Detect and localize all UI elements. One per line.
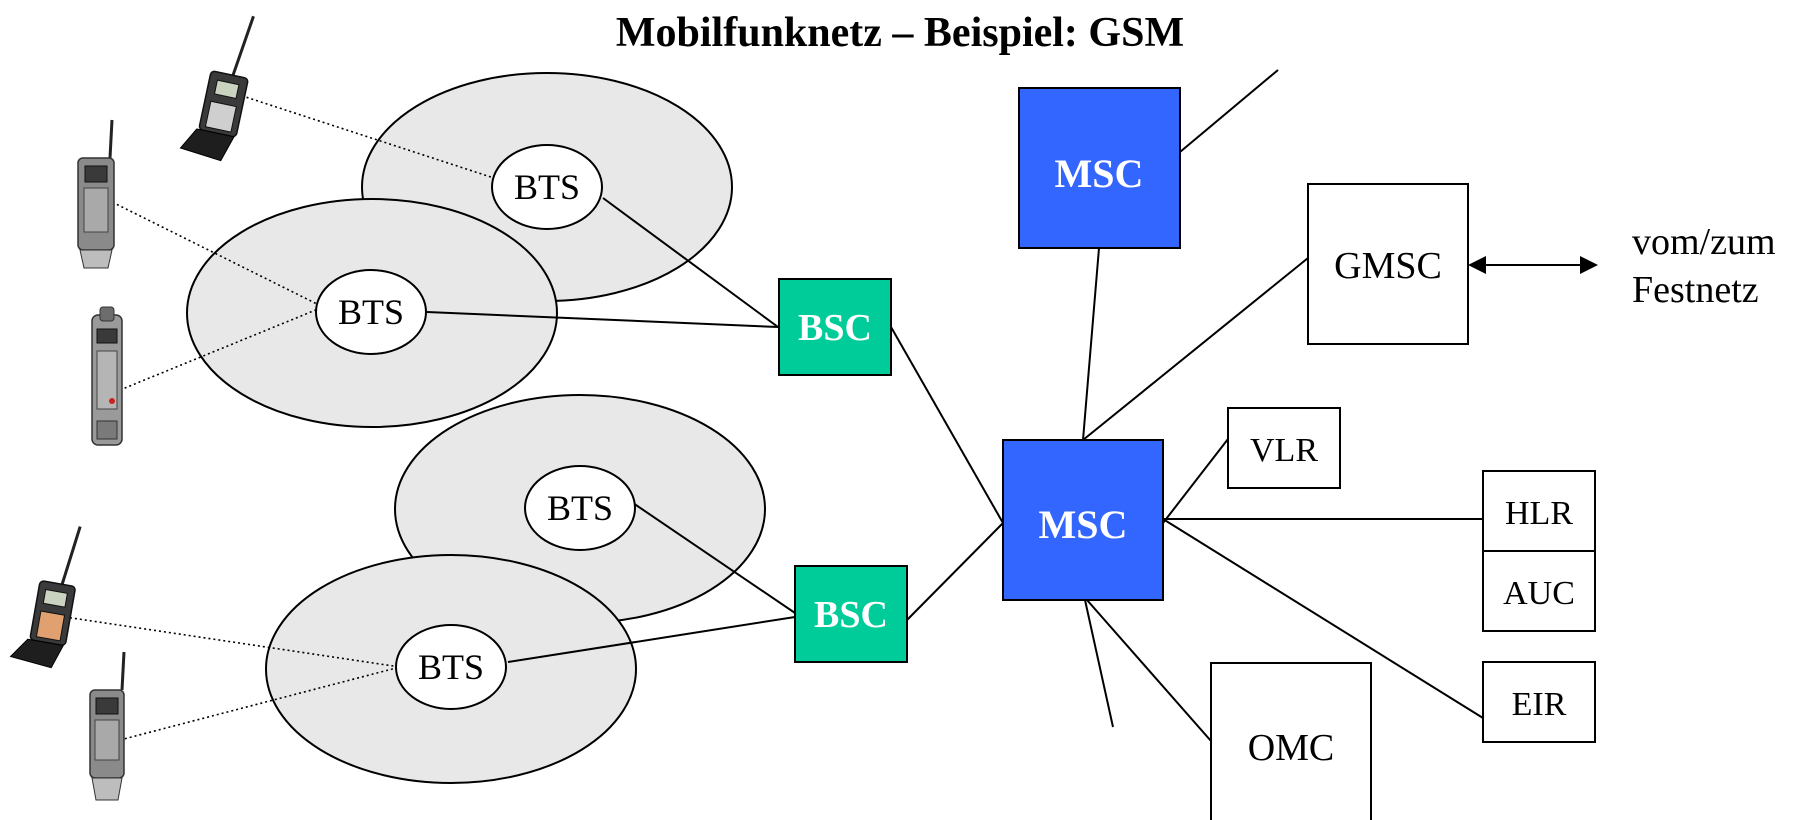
bsc-node-bottom-label: BSC	[814, 594, 888, 636]
eir-node: EIR	[1482, 661, 1596, 743]
fixed-network-arrow	[1468, 256, 1598, 274]
link-bsc-top-msc	[890, 326, 1004, 524]
fixed-network-label-line2: Festnetz	[1632, 269, 1759, 311]
link-msc-top-msc	[1082, 247, 1100, 441]
omc-node-label: OMC	[1248, 727, 1335, 769]
bts-node-1: BTS	[491, 144, 603, 230]
link-msc-top-external	[1179, 69, 1279, 153]
link-bsc-bottom-msc	[906, 522, 1004, 621]
link-msc-vlr	[1162, 438, 1229, 524]
diagram-title: Mobilfunknetz – Beispiel: GSM	[616, 10, 1184, 56]
msc-node-main: MSC	[1002, 439, 1164, 601]
bsc-node-top-label: BSC	[798, 307, 872, 349]
mobile-phone-icon-4	[9, 526, 82, 669]
msc-node-main-label: MSC	[1039, 502, 1128, 547]
link-bts4-bsc	[507, 616, 796, 663]
bsc-node-bottom: BSC	[794, 565, 908, 663]
bts-node-4-label: BTS	[418, 647, 484, 687]
bts-node-2: BTS	[315, 269, 427, 355]
link-msc-eir	[1162, 518, 1484, 719]
link-bts2-bsc	[426, 311, 779, 328]
bts-node-3-label: BTS	[547, 488, 613, 528]
link-msc-gmsc	[1082, 257, 1309, 441]
bsc-node-top: BSC	[778, 278, 892, 376]
vlr-node: VLR	[1227, 407, 1341, 489]
auc-node: AUC	[1482, 550, 1596, 632]
link-bts3-bsc	[632, 502, 796, 614]
mobile-phone-icon-5	[89, 651, 126, 801]
radio-link-phone2-bts2	[107, 199, 324, 308]
auc-node-label: AUC	[1503, 575, 1575, 612]
bts-node-2-label: BTS	[338, 292, 404, 332]
mobile-phone-icon-2	[77, 119, 115, 269]
msc-node-top-label: MSC	[1055, 151, 1144, 196]
mobile-phone-icon-3	[91, 306, 123, 446]
gmsc-node-label: GMSC	[1334, 245, 1442, 287]
bts-node-3: BTS	[524, 465, 636, 551]
link-bts1-bsc	[602, 197, 779, 328]
gmsc-node: GMSC	[1307, 183, 1469, 345]
radio-link-phone4-bts4	[64, 616, 401, 668]
radio-link-phone5-bts4	[119, 666, 401, 741]
link-msc-omc	[1086, 599, 1212, 742]
msc-node-top: MSC	[1018, 87, 1181, 249]
link-msc-external	[1084, 599, 1114, 728]
hlr-node: HLR	[1482, 470, 1596, 552]
omc-node: OMC	[1210, 662, 1372, 820]
eir-node-label: EIR	[1512, 686, 1567, 723]
bts-node-4: BTS	[395, 624, 507, 710]
fixed-network-label-line1: vom/zum	[1632, 221, 1776, 263]
radio-link-phone3-bts2	[119, 306, 324, 391]
vlr-node-label: VLR	[1250, 432, 1318, 469]
hlr-node-label: HLR	[1505, 495, 1573, 532]
bts-node-1-label: BTS	[514, 167, 580, 207]
mobile-phone-icon-1	[179, 15, 255, 162]
